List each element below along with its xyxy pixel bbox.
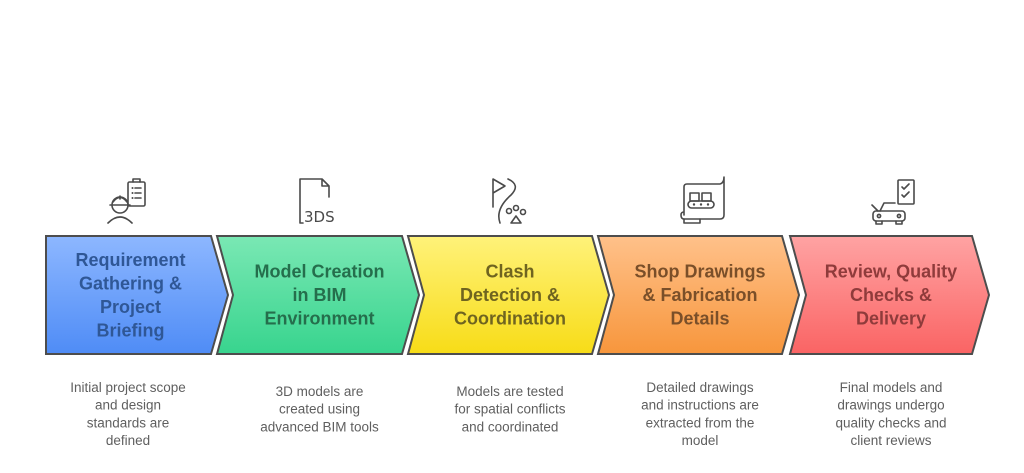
icon-label: 3DS bbox=[304, 208, 335, 226]
step-title-line: Model Creation bbox=[254, 262, 384, 282]
step-description-line: Models are tested bbox=[456, 384, 563, 399]
step-description-line: Final models and bbox=[840, 380, 943, 395]
step-description-line: client reviews bbox=[850, 433, 931, 448]
conveyor-blueprint-icon bbox=[680, 176, 725, 224]
flag-path-icon bbox=[492, 178, 527, 224]
step-title-line: Gathering & bbox=[79, 273, 182, 293]
step-description-line: model bbox=[682, 433, 719, 448]
step-description-line: created using bbox=[279, 402, 360, 417]
step-title-line: Clash bbox=[485, 262, 534, 282]
step-title-line: Detection & bbox=[460, 285, 560, 305]
step-description-line: drawings undergo bbox=[837, 398, 944, 413]
step-title-line: & Fabrication bbox=[642, 285, 757, 305]
step-title-line: Requirement bbox=[75, 250, 185, 270]
3ds-file-icon: 3DS bbox=[299, 178, 335, 226]
delivery-checklist-icon bbox=[871, 179, 915, 225]
step-description-line: standards are bbox=[87, 415, 170, 430]
step-title-line: Shop Drawings bbox=[634, 262, 765, 282]
step-description-line: defined bbox=[106, 433, 150, 448]
step-chevron-2 bbox=[215, 235, 421, 355]
step-description-line: for spatial conflicts bbox=[454, 402, 565, 417]
step-description-line: extracted from the bbox=[646, 415, 755, 430]
step-title-line: Delivery bbox=[856, 309, 926, 329]
step-chevron-5 bbox=[788, 235, 991, 355]
step-description-line: 3D models are bbox=[276, 384, 364, 399]
step-title-line: Details bbox=[670, 309, 729, 329]
step-chevron-1 bbox=[45, 235, 230, 355]
step-title-line: Environment bbox=[264, 309, 374, 329]
step-title-line: in BIM bbox=[293, 285, 347, 305]
step-description-line: Detailed drawings bbox=[646, 380, 754, 395]
step-title-line: Project bbox=[100, 297, 161, 317]
step-title-line: Coordination bbox=[454, 309, 566, 329]
step-title-line: Checks & bbox=[850, 285, 932, 305]
step-chevron-4 bbox=[596, 235, 801, 355]
step-title-line: Review, Quality bbox=[825, 262, 957, 282]
step-description-line: advanced BIM tools bbox=[260, 419, 379, 434]
step-description-line: and instructions are bbox=[641, 398, 759, 413]
step-chevron-3 bbox=[406, 235, 611, 355]
step-description-line: quality checks and bbox=[835, 415, 946, 430]
step-description-line: and design bbox=[95, 398, 161, 413]
engineer-clipboard-icon bbox=[107, 178, 146, 224]
step-description-line: and coordinated bbox=[462, 419, 559, 434]
step-title-line: Briefing bbox=[96, 320, 164, 340]
step-description-line: Initial project scope bbox=[70, 380, 186, 395]
